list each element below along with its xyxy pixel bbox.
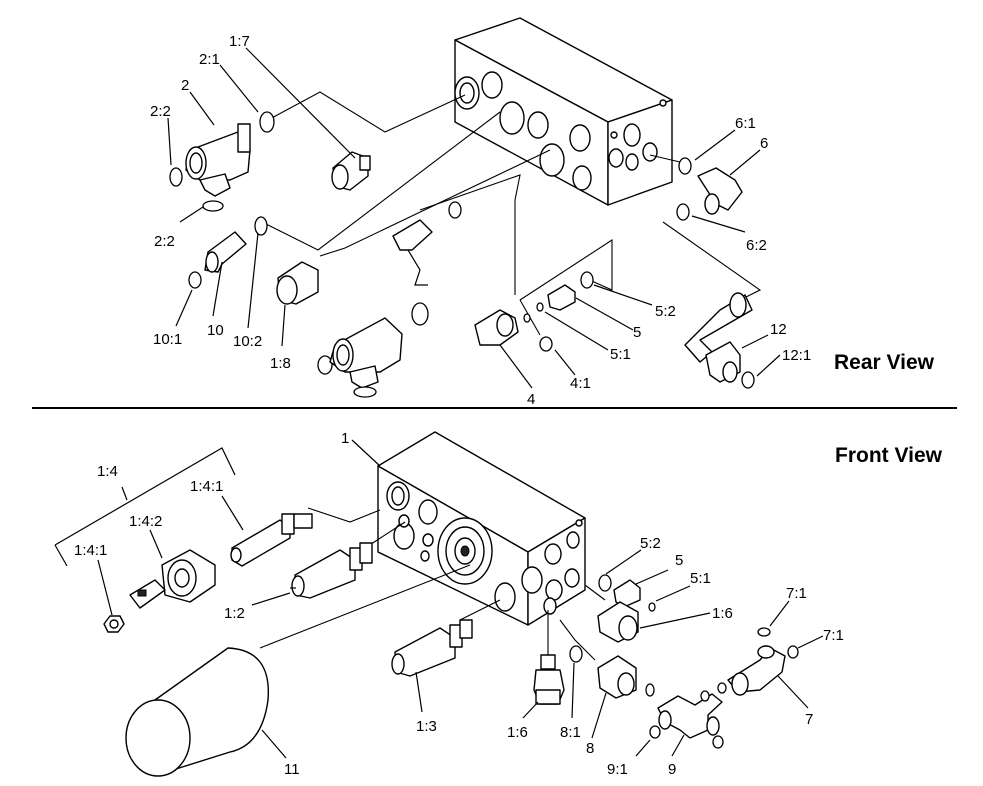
label-10-2: 10:2	[233, 333, 262, 350]
label-2: 2	[181, 77, 189, 94]
label-12-1: 12:1	[782, 347, 811, 364]
plug-1-6-right	[597, 601, 639, 643]
elbow-10	[188, 216, 268, 289]
label-1: 1	[341, 430, 349, 447]
plug-1-8	[276, 261, 319, 305]
front-labels: 1 1:4 1:4:1 1:4:2 1:4:1 1:2 5:2 5 5:1 1:…	[74, 430, 943, 778]
fitting-8	[569, 645, 637, 699]
plug-1-7	[331, 151, 371, 191]
label-7-1-top: 7:1	[786, 585, 807, 602]
front-view-title: Front View	[835, 444, 943, 467]
valve-center-rear	[392, 201, 462, 286]
cylinder-11	[125, 647, 270, 777]
label-1-6-right: 1:6	[712, 605, 733, 622]
rear-view-title: Rear View	[834, 351, 935, 374]
label-1-4-1-upper: 1:4:1	[190, 478, 223, 495]
label-5-1-rear: 5:1	[610, 346, 631, 363]
cartridge-1-3	[391, 619, 473, 677]
label-1-4-2: 1:4:2	[129, 513, 162, 530]
tee-7	[727, 627, 799, 696]
label-4: 4	[527, 391, 535, 408]
plug-1-6-bottom	[533, 654, 565, 705]
label-1-4-1-lower: 1:4:1	[74, 542, 107, 559]
label-1-2: 1:2	[224, 605, 245, 622]
valve-4	[474, 309, 553, 352]
label-5-2-front: 5:2	[640, 535, 661, 552]
label-5-2-rear: 5:2	[655, 303, 676, 320]
front-view-assembly	[54, 431, 824, 777]
tube-1-4-1	[230, 513, 313, 567]
label-1-8: 1:8	[270, 355, 291, 372]
rear-labels: 1:7 2:1 2 2:2 2:2 6:1 6 6:2 10:1 10 10:2…	[150, 33, 935, 408]
label-11: 11	[284, 761, 300, 778]
label-1-7: 1:7	[229, 33, 250, 50]
coil-1-4-2	[129, 549, 216, 609]
label-9: 9	[668, 761, 676, 778]
fitting-5-front	[598, 574, 656, 612]
label-7-1-right: 7:1	[823, 627, 844, 644]
label-1-4: 1:4	[97, 463, 118, 480]
label-6: 6	[760, 135, 768, 152]
rear-view-assembly	[167, 17, 781, 398]
label-5-front: 5	[675, 552, 683, 569]
label-10-1: 10:1	[153, 331, 182, 348]
label-2-2-bottom: 2:2	[154, 233, 175, 250]
label-9-1: 9:1	[607, 761, 628, 778]
label-2-2-top: 2:2	[150, 103, 171, 120]
nut-1-4-1	[103, 615, 125, 633]
label-8-1: 8:1	[560, 724, 581, 741]
fitting-rear-bottom	[317, 302, 429, 398]
elbow-6	[676, 157, 743, 221]
cross-9	[645, 682, 727, 749]
label-2-1: 2:1	[199, 51, 220, 68]
label-6-1: 6:1	[735, 115, 756, 132]
label-6-2: 6:2	[746, 237, 767, 254]
label-12: 12	[770, 321, 787, 338]
label-5-rear: 5	[633, 324, 641, 341]
tube-12	[684, 292, 755, 389]
label-7: 7	[805, 711, 813, 728]
fitting-2	[169, 111, 275, 212]
label-1-3: 1:3	[416, 718, 437, 735]
manifold-block-rear	[454, 17, 673, 206]
label-8: 8	[586, 740, 594, 757]
manifold-block-front	[377, 431, 586, 626]
label-5-1-front: 5:1	[690, 570, 711, 587]
label-4-1: 4:1	[570, 375, 591, 392]
fitting-5-rear	[536, 271, 594, 312]
cartridge-1-2	[290, 542, 373, 599]
label-10: 10	[207, 322, 224, 339]
label-1-6-bottom: 1:6	[507, 724, 528, 741]
